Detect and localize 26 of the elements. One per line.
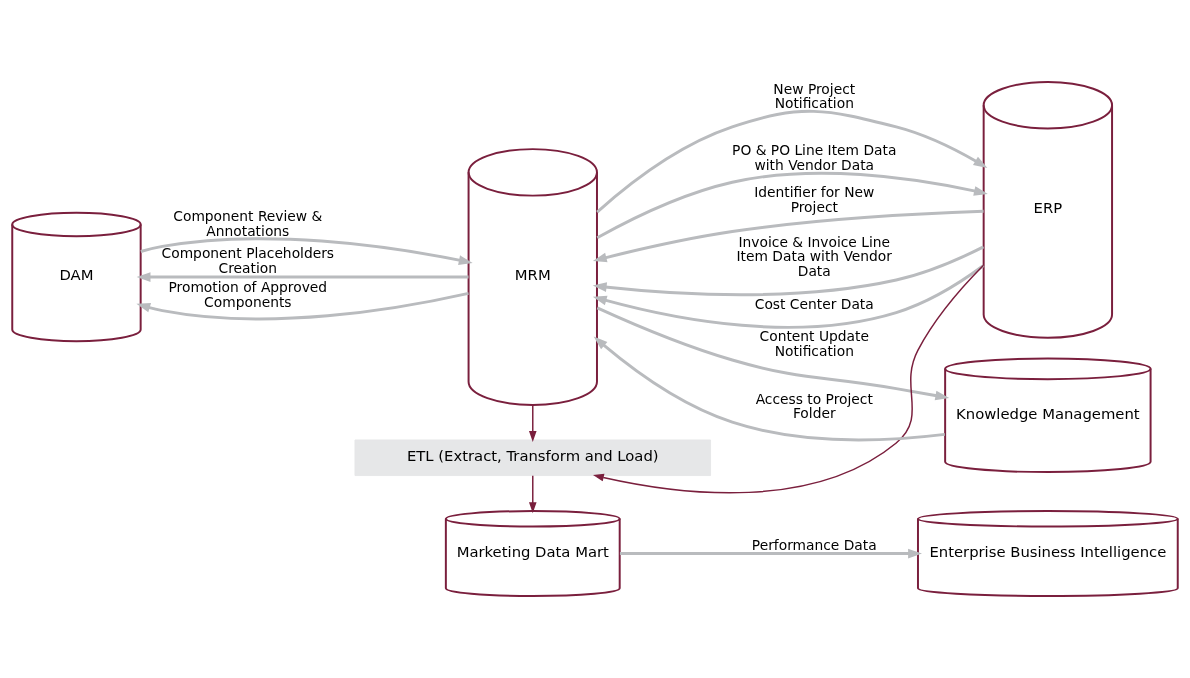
edge-label: PO & PO Line Item Data with Vendor Data	[732, 141, 897, 173]
edge-label: Cost Center Data	[754, 295, 874, 312]
arrow	[528, 404, 537, 442]
arrow	[593, 264, 985, 494]
arrow	[596, 306, 950, 401]
arrow	[619, 548, 922, 559]
edge-label: Identifier for New Project	[754, 184, 875, 216]
arrow	[593, 336, 945, 442]
node-box: ETL (Extract, Transform and Load)	[354, 439, 712, 477]
edge-label: New Project Notification	[773, 80, 856, 112]
arrow	[136, 291, 469, 321]
edge-label: Access to Project Folder	[755, 390, 873, 422]
arrow	[528, 474, 537, 514]
arrow	[140, 237, 473, 265]
arrow	[596, 171, 988, 239]
edge-label: Performance Data	[751, 536, 877, 553]
edge-label: Content Update Notification	[759, 328, 869, 360]
arrow	[592, 245, 985, 297]
edge-label: Component Placeholders Creation	[161, 245, 335, 277]
edge-label: Component Review & Annotations	[173, 207, 323, 239]
arrow	[592, 209, 984, 263]
edge-label: Invoice & Invoice Line Item Data with Vendor Data	[736, 233, 892, 280]
arrow	[596, 109, 988, 214]
arrow	[136, 272, 469, 282]
edge-label: Promotion of Approved Components	[168, 279, 328, 310]
arrow	[592, 264, 985, 329]
